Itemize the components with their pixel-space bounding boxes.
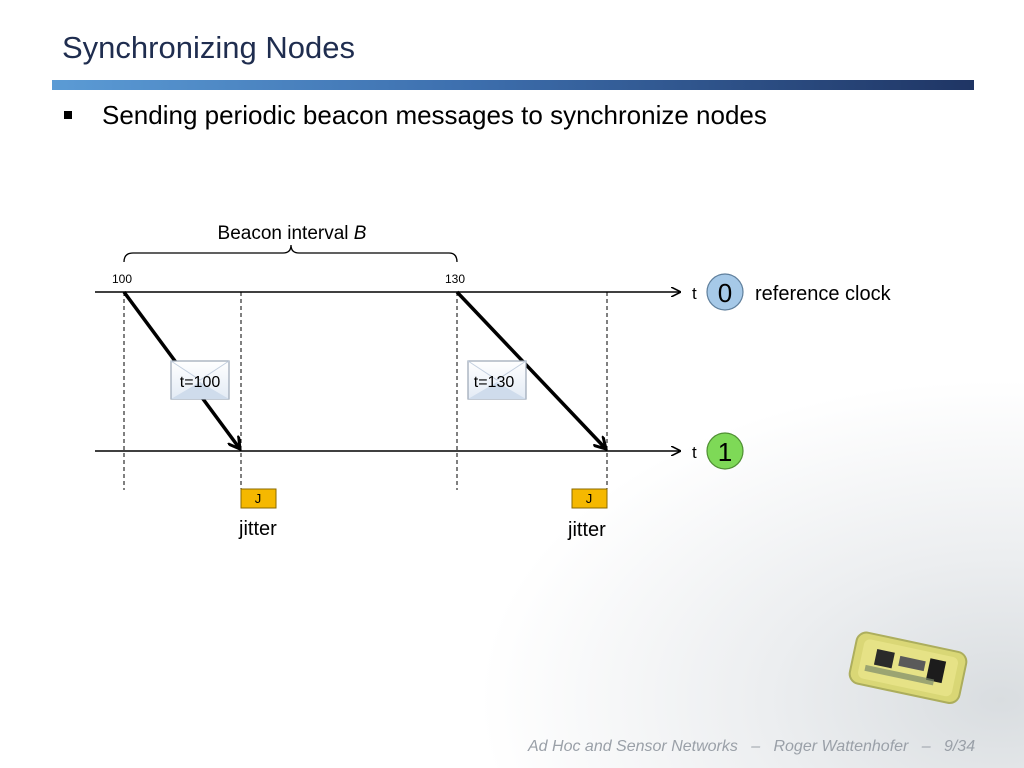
beacon-arrow-right	[455, 290, 606, 449]
reference-clock-label: reference clock	[755, 283, 892, 305]
sensor-node-device-image	[848, 631, 968, 705]
bullet-square-icon	[64, 111, 72, 119]
slide-footer: Ad Hoc and Sensor Networks – Roger Watte…	[528, 738, 975, 756]
footer-separator: –	[751, 738, 761, 755]
jitter-box-left-label: J	[255, 491, 262, 506]
time-axis-label-top: t	[692, 284, 697, 303]
node-sync-circle	[706, 432, 744, 470]
slide-title: Synchronizing Nodes	[62, 30, 355, 65]
bullet-text: Sending periodic beacon messages to sync…	[102, 100, 767, 130]
message-label-left: t=100	[180, 374, 221, 391]
footer-page-number: 9/34	[943, 738, 976, 755]
tick-label-100: 100	[112, 272, 132, 286]
jitter-box-right	[571, 488, 608, 509]
jitter-label-right: jitter	[567, 519, 606, 541]
envelope-icon	[467, 360, 527, 400]
node-reference-circle	[706, 273, 744, 311]
footer-author: Roger Wattenhofer	[773, 738, 909, 755]
beacon-interval-brace	[123, 244, 458, 263]
beacon-interval-label: Beacon interval B	[218, 223, 367, 244]
jitter-label-left: jitter	[238, 518, 277, 540]
jitter-box-right-label: J	[586, 491, 593, 506]
message-label-right: t=130	[474, 374, 515, 391]
envelope-icon	[170, 360, 230, 400]
jitter-box-left	[240, 488, 277, 509]
tick-label-130: 130	[445, 272, 465, 286]
time-axis-label-bottom: t	[692, 443, 697, 462]
footer-separator: –	[921, 738, 931, 755]
footer-course: Ad Hoc and Sensor Networks	[528, 738, 738, 755]
node-reference-id: 0	[718, 278, 732, 308]
node-sync-id: 1	[718, 437, 732, 467]
title-underline-bar	[52, 80, 974, 90]
